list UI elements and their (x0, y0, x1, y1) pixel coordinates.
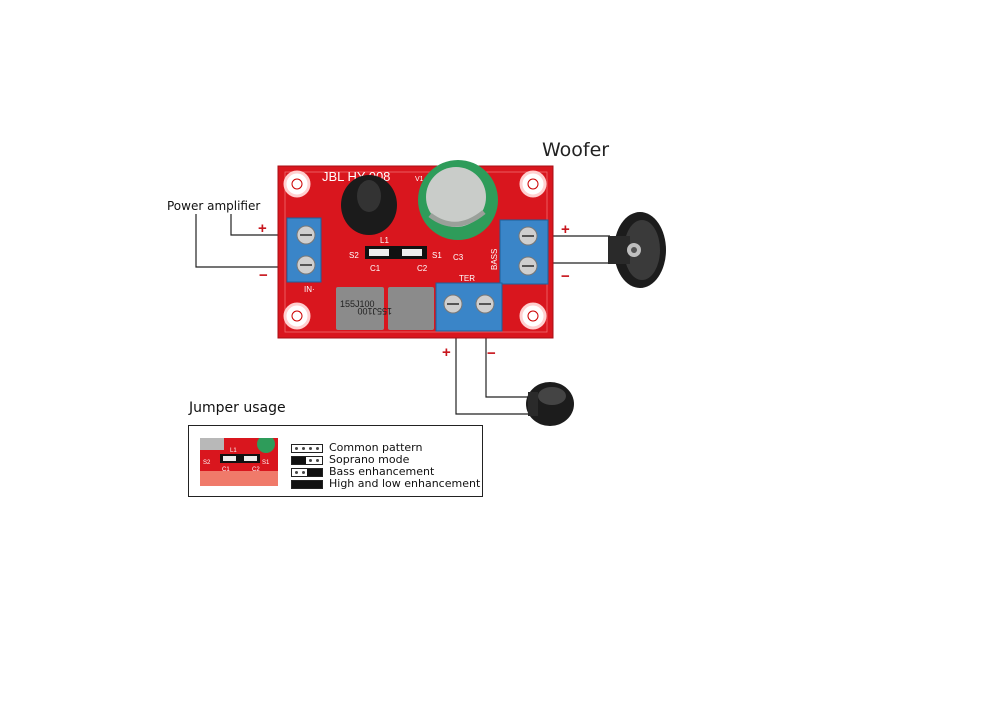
tweeter-speaker-icon (526, 382, 574, 426)
thumb-silk-l1: L1 (230, 448, 237, 454)
input-terminal-block (286, 217, 322, 283)
jumper-usage-title: Jumper usage (189, 400, 286, 416)
thumb-silk-s2: S2 (203, 460, 211, 466)
silk-c2: C2 (417, 264, 428, 273)
legend-row-high-low: High and low enhancement (291, 477, 480, 490)
inductor (341, 175, 397, 235)
film-capacitor: 155J100 (357, 287, 434, 330)
electrolytic-capacitor (418, 160, 498, 240)
pcb-board: JBL HY-008 V1 S2 S1 L1 C1 C2 C3 BASS TER… (277, 160, 554, 339)
silk-ter: TER (459, 274, 475, 283)
mounting-hole (519, 302, 547, 330)
jumper-pins-icon (291, 467, 323, 477)
jumper-usage-legend: S2 S1 L1 C1 C2 Common pattern Soprano mo… (188, 425, 483, 497)
silk-c3: C3 (453, 253, 464, 262)
legend-row-soprano: Soprano mode (291, 453, 409, 466)
thumb-silk-s1: S1 (262, 460, 270, 466)
silk-l1: L1 (380, 236, 389, 245)
tweeter-plus-sign: + (442, 344, 451, 361)
wiring (195, 214, 610, 415)
jumper-pins-icon (291, 443, 323, 453)
silk-s2: S2 (349, 251, 359, 260)
woofer-label: Woofer (542, 139, 610, 161)
silk-in: IN· (304, 285, 315, 294)
tweeter-terminal-block (435, 282, 503, 332)
jumper-pins-icon (291, 455, 323, 465)
jumper-board-thumbnail: S2 S1 L1 C1 C2 (200, 438, 278, 486)
amp-minus-sign: − (259, 267, 268, 284)
tweeter-minus-sign: − (487, 345, 496, 362)
legend-row-common: Common pattern (291, 441, 422, 454)
silk-s1: S1 (432, 251, 442, 260)
legend-row-bass: Bass enhancement (291, 465, 434, 478)
film-capacitor: 155J100 (336, 287, 384, 330)
thumb-silk-c1: C1 (222, 467, 230, 473)
mounting-hole (283, 170, 311, 198)
silk-c1: C1 (370, 264, 381, 273)
jumper-header (365, 246, 427, 259)
woofer-minus-sign: − (561, 268, 570, 285)
power-amplifier-label: Power amplifier (167, 199, 261, 213)
silk-bass: BASS (490, 249, 499, 270)
woofer-plus-sign: + (561, 221, 570, 238)
board-version-text: V1 (415, 176, 424, 183)
capacitor-label: 155J100 (357, 306, 392, 316)
woofer-speaker-icon (608, 212, 666, 288)
woofer-terminal-block (499, 219, 549, 285)
jumper-pins-icon (291, 479, 323, 489)
mounting-hole (283, 302, 311, 330)
mounting-hole (519, 170, 547, 198)
amp-plus-sign: + (258, 220, 267, 237)
thumb-silk-c2: C2 (252, 467, 260, 473)
capacitor-label: 155J100 (340, 299, 375, 309)
